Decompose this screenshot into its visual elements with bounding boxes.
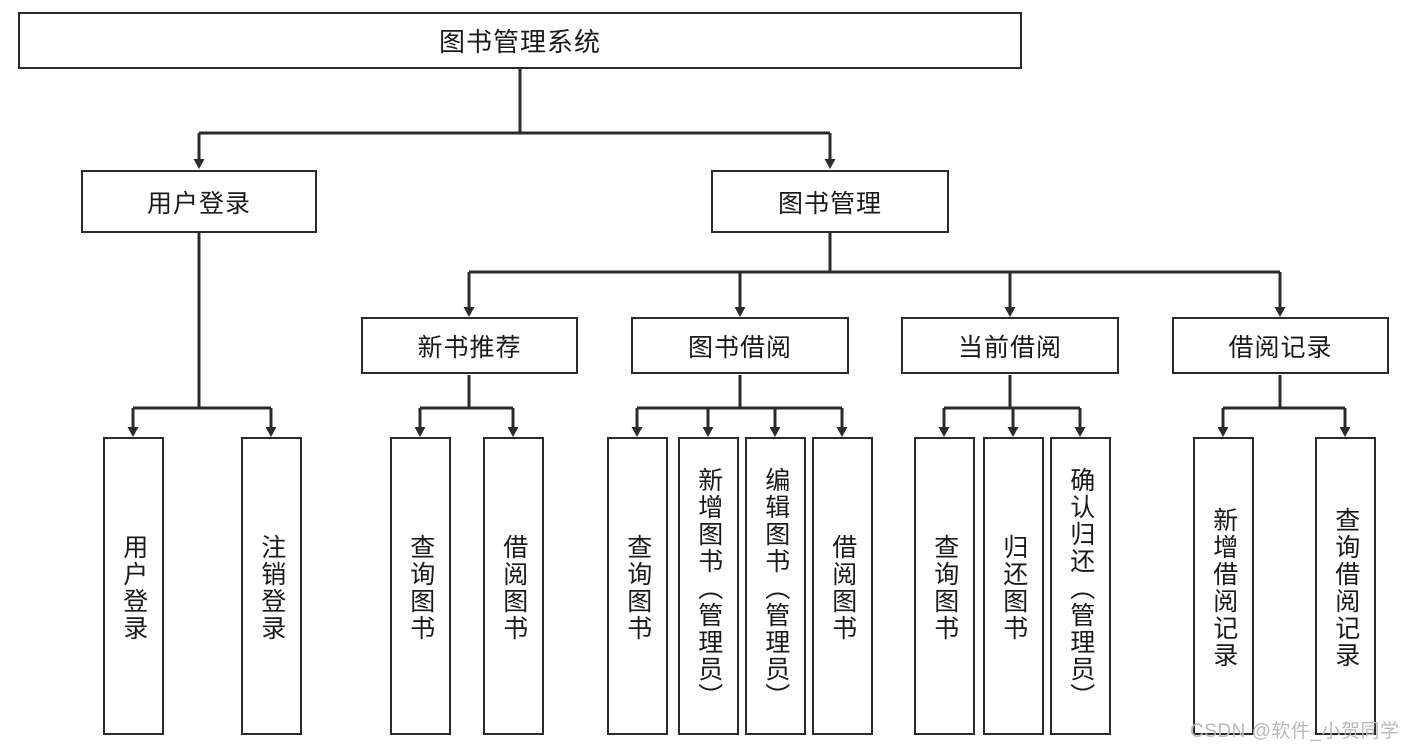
node-book-borrow[interactable]: 图书借阅 — [631, 317, 849, 374]
leaf-label: 新增借阅记录 — [1209, 507, 1238, 669]
node-label: 图书管理 — [777, 189, 882, 218]
node-label: 图书借阅 — [687, 333, 792, 362]
leaf-new-book-borrow-book[interactable]: 借阅图书 — [483, 437, 544, 735]
leaf-label: 借阅图书 — [499, 534, 528, 642]
csdn-watermark: CSDN @软件_小贺同学 — [1190, 721, 1400, 742]
node-new-book-recommend[interactable]: 新书推荐 — [361, 317, 578, 374]
leaf-label: 注销登录 — [257, 534, 286, 642]
node-book-management[interactable]: 图书管理 — [711, 170, 949, 233]
leaf-book-borrow-query-book[interactable]: 查询图书 — [607, 437, 668, 735]
leaf-label: 新增图书（管理员） — [694, 466, 723, 710]
node-current-borrow[interactable]: 当前借阅 — [901, 317, 1119, 374]
node-borrow-record[interactable]: 借阅记录 — [1172, 317, 1389, 374]
leaf-user-login-login[interactable]: 用户登录 — [103, 437, 164, 735]
leaf-new-book-query-book[interactable]: 查询图书 — [390, 437, 451, 735]
leaf-user-login-logout[interactable]: 注销登录 — [241, 437, 302, 735]
leaf-current-borrow-return-book[interactable]: 归还图书 — [983, 437, 1044, 735]
leaf-label: 用户登录 — [119, 534, 148, 642]
leaf-label: 查询借阅记录 — [1331, 507, 1360, 669]
leaf-label: 查询图书 — [406, 534, 435, 642]
leaf-label: 查询图书 — [623, 534, 652, 642]
node-user-login[interactable]: 用户登录 — [81, 170, 317, 233]
leaf-book-borrow-add-book-admin[interactable]: 新增图书（管理员） — [678, 437, 739, 735]
leaf-label: 查询图书 — [930, 534, 959, 642]
node-label: 借阅记录 — [1228, 333, 1333, 362]
leaf-borrow-record-query-record[interactable]: 查询借阅记录 — [1315, 437, 1376, 735]
leaf-current-borrow-confirm-return-admin[interactable]: 确认归还（管理员） — [1050, 437, 1111, 735]
node-root-book-management-system[interactable]: 图书管理系统 — [18, 12, 1022, 69]
leaf-book-borrow-edit-book-admin[interactable]: 编辑图书（管理员） — [745, 437, 806, 735]
leaf-current-borrow-query-book[interactable]: 查询图书 — [914, 437, 975, 735]
leaf-label: 编辑图书（管理员） — [761, 466, 790, 710]
leaf-label: 归还图书 — [999, 534, 1028, 642]
node-label: 新书推荐 — [417, 333, 522, 362]
leaf-book-borrow-borrow-book[interactable]: 借阅图书 — [812, 437, 873, 735]
node-label: 当前借阅 — [957, 333, 1062, 362]
leaf-label: 借阅图书 — [828, 534, 857, 642]
leaf-borrow-record-add-record[interactable]: 新增借阅记录 — [1193, 437, 1254, 735]
leaf-label: 确认归还（管理员） — [1066, 466, 1095, 710]
node-label: 用户登录 — [146, 189, 251, 218]
node-label: 图书管理系统 — [438, 27, 601, 57]
